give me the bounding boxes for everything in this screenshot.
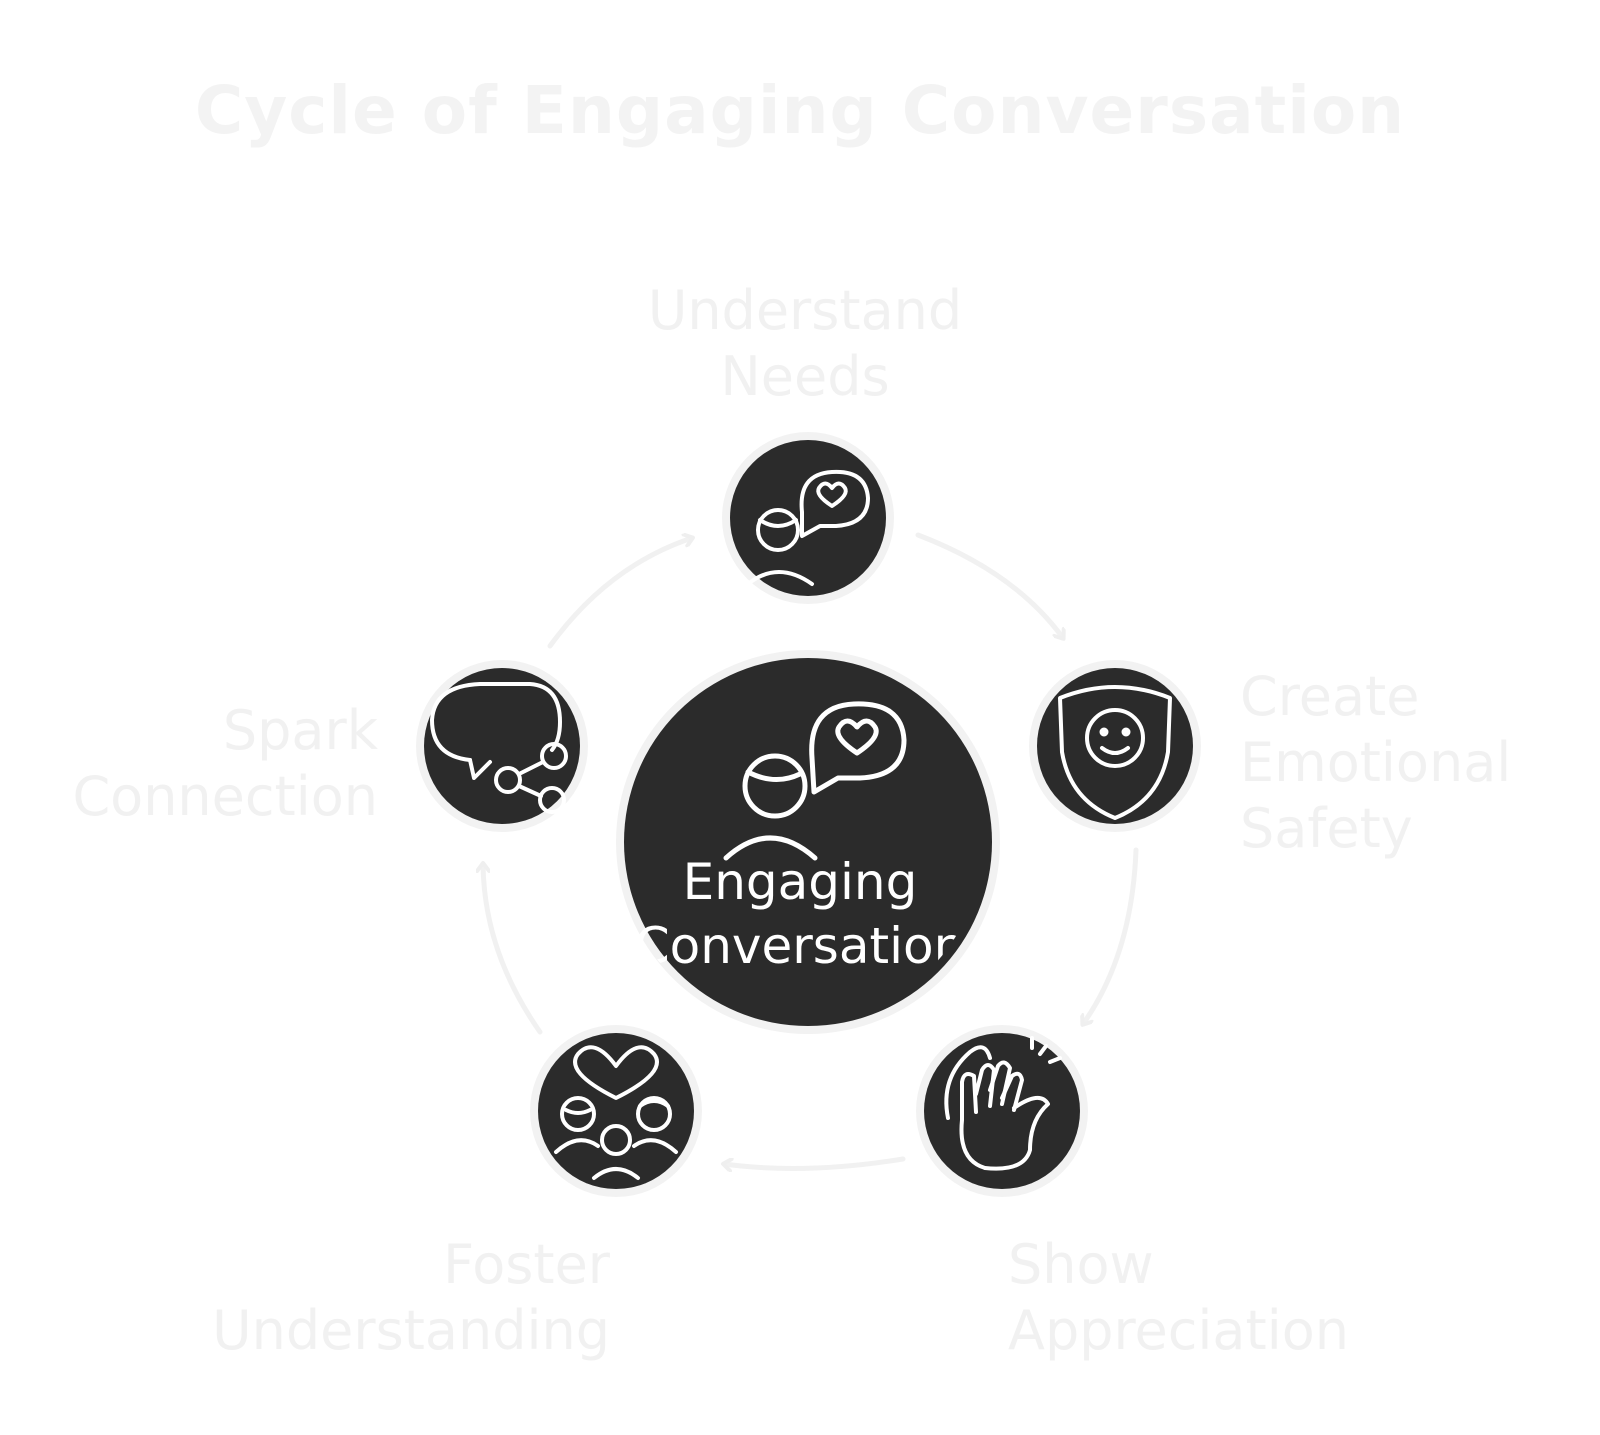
node-create-emotional-safety <box>1029 660 1201 832</box>
cycle-arrows <box>483 532 1139 1168</box>
arrow-safety-to-appreciation <box>1083 847 1139 1024</box>
group-heart-icon <box>554 1045 678 1180</box>
center-label-line1: Engaging <box>682 853 918 911</box>
shield-smile-icon <box>1058 685 1172 820</box>
center-label: Engaging Conversation <box>615 850 984 978</box>
arrow-spark-to-understand <box>547 538 692 649</box>
center-label-clip: Engaging Conversation <box>612 652 984 1024</box>
label-spark-connection: Spark Connection <box>72 699 378 828</box>
label-create-emotional-safety: Create Emotional Safety <box>1240 665 1512 860</box>
label-foster-understanding: Foster Understanding <box>212 1233 610 1362</box>
arrow-foster-to-spark <box>483 864 543 1035</box>
arrow-appreciation-to-foster <box>724 1156 906 1168</box>
speech-network-icon <box>430 682 568 814</box>
center-label-line2: Conversation <box>634 917 966 975</box>
center-node <box>616 650 1000 1034</box>
label-understand-needs: Understand Needs <box>647 279 963 408</box>
node-show-appreciation <box>916 1025 1088 1197</box>
person-heart-speech-icon <box>746 469 870 586</box>
clapping-hands-icon <box>944 1036 1062 1171</box>
diagram-title: Cycle of Engaging Conversation <box>194 72 1406 149</box>
node-foster-understanding <box>530 1025 702 1197</box>
node-spark-connection <box>416 660 588 832</box>
person-heart-speech-icon <box>723 701 907 861</box>
arrow-understand-to-safety <box>915 532 1063 638</box>
label-show-appreciation: Show Appreciation <box>1008 1233 1349 1362</box>
node-understand-needs <box>722 432 894 604</box>
